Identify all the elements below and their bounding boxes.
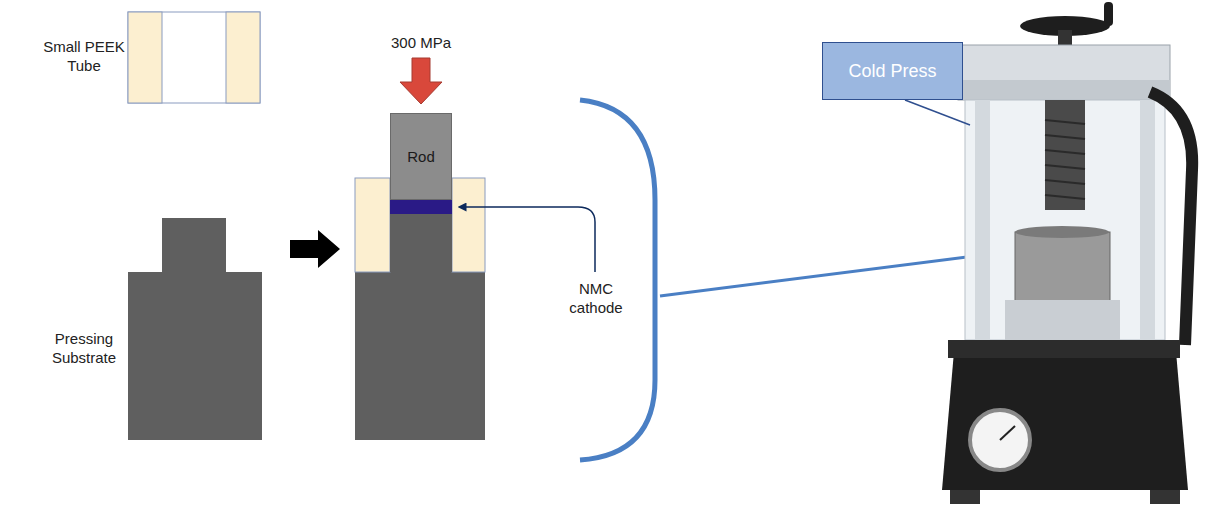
assembly — [355, 178, 485, 440]
node-text: Rod — [407, 148, 435, 165]
part-label: NMC cathode — [558, 280, 634, 318]
leader-line — [462, 207, 595, 272]
force-arrow — [400, 58, 442, 104]
peek-tube — [128, 12, 260, 103]
rod-part: Rod — [390, 113, 452, 200]
part-label: Pressing Substrate — [40, 330, 128, 368]
pressing-substrate — [128, 218, 262, 440]
callout-box: Cold Press — [822, 42, 963, 100]
node-text: Cold Press — [848, 61, 936, 82]
pressure-label: 300 MPa — [361, 34, 481, 53]
leader-line — [905, 100, 970, 125]
cold-press-photo — [942, 2, 1192, 504]
part-label: Small PEEK Tube — [40, 38, 128, 76]
assembly-arrow — [290, 230, 340, 268]
